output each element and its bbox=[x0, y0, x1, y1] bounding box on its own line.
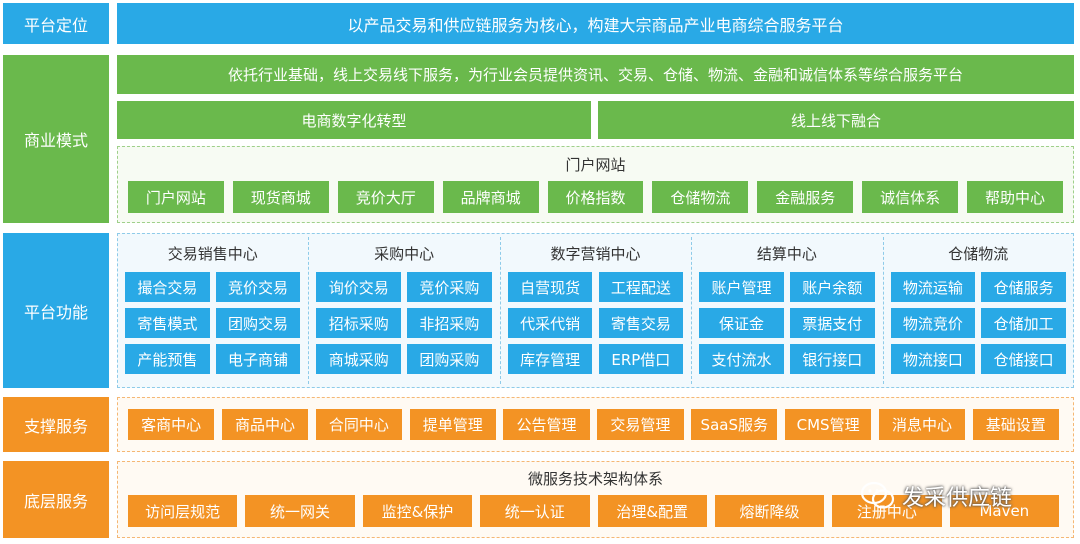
function-item: 账户管理 bbox=[699, 272, 784, 302]
support-item: 客商中心 bbox=[128, 409, 215, 440]
base-item: Maven bbox=[949, 495, 1059, 527]
row-label-business: 商业模式 bbox=[3, 55, 109, 223]
base-item: 熔断降级 bbox=[714, 495, 825, 527]
row-label-support: 支撑服务 bbox=[3, 397, 109, 452]
function-item: 库存管理 bbox=[507, 344, 593, 374]
function-item: 招标采购 bbox=[316, 308, 402, 338]
watermark: 发采供应链 bbox=[860, 478, 1072, 514]
business-banner: 依托行业基础，线上交易线下服务，为行业会员提供资讯、交易、仓储、物流、金融和诚信… bbox=[117, 55, 1074, 94]
function-item: 票据支付 bbox=[789, 308, 875, 338]
function-item: 账户余额 bbox=[789, 272, 875, 302]
support-item: 消息中心 bbox=[878, 409, 966, 440]
function-item: 寄售模式 bbox=[125, 308, 210, 338]
portal-item: 仓储物流 bbox=[652, 181, 749, 213]
row-label-functions: 平台功能 bbox=[3, 233, 109, 388]
function-item: 仓储加工 bbox=[981, 308, 1066, 338]
base-item: 统一网关 bbox=[245, 495, 355, 527]
portal-item: 诚信体系 bbox=[862, 181, 959, 213]
business-online-offline: 线上线下融合 bbox=[598, 101, 1074, 139]
function-item: 询价交易 bbox=[316, 272, 402, 302]
function-item: 物流竞价 bbox=[890, 308, 976, 338]
base-item: 访问层规范 bbox=[128, 495, 238, 527]
function-item: 物流运输 bbox=[890, 272, 976, 302]
group-separator bbox=[499, 237, 501, 384]
function-group-title: 结算中心 bbox=[756, 244, 817, 263]
function-item: 支付流水 bbox=[699, 344, 784, 374]
business-digital-transformation: 电商数字化转型 bbox=[117, 101, 591, 139]
portal-item: 价格指数 bbox=[547, 181, 644, 213]
base-item: 统一认证 bbox=[480, 495, 590, 527]
function-item: 团购交易 bbox=[215, 308, 301, 338]
function-item: 电子商铺 bbox=[215, 344, 301, 374]
group-separator bbox=[691, 237, 693, 384]
portal-title: 门户网站 bbox=[565, 155, 626, 174]
support-item: 公告管理 bbox=[503, 409, 590, 440]
function-item: 商城采购 bbox=[316, 344, 402, 374]
function-item: 仓储接口 bbox=[981, 344, 1066, 374]
function-item: ERP借口 bbox=[598, 344, 684, 374]
function-item: 物流接口 bbox=[890, 344, 976, 374]
function-item: 银行接口 bbox=[789, 344, 875, 374]
function-item: 保证金 bbox=[699, 308, 784, 338]
function-item: 产能预售 bbox=[125, 344, 210, 374]
function-group-title: 数字营销中心 bbox=[550, 244, 641, 263]
group-separator bbox=[308, 237, 310, 384]
function-group-title: 交易销售中心 bbox=[167, 244, 258, 263]
portal-item: 金融服务 bbox=[757, 181, 854, 213]
base-item: 监控&保护 bbox=[362, 495, 473, 527]
portal-item: 现货商城 bbox=[232, 181, 329, 213]
support-item: 商品中心 bbox=[221, 409, 309, 440]
row-label-base: 底层服务 bbox=[3, 461, 109, 538]
function-item: 代采代销 bbox=[507, 308, 593, 338]
function-item: 团购采购 bbox=[407, 344, 492, 374]
base-item: 注册中心 bbox=[832, 495, 942, 527]
function-item: 寄售交易 bbox=[598, 308, 684, 338]
function-item: 竞价采购 bbox=[407, 272, 492, 302]
support-item: SaaS服务 bbox=[691, 409, 778, 440]
function-group-title: 仓储物流 bbox=[948, 244, 1009, 263]
support-item: CMS管理 bbox=[784, 409, 872, 440]
portal-item: 门户网站 bbox=[128, 181, 224, 213]
portal-item: 帮助中心 bbox=[967, 181, 1063, 213]
support-item: 交易管理 bbox=[597, 409, 684, 440]
portal-item: 品牌商城 bbox=[442, 181, 539, 213]
row-label-positioning: 平台定位 bbox=[3, 3, 109, 44]
function-item: 竞价交易 bbox=[215, 272, 301, 302]
support-item: 基础设置 bbox=[972, 409, 1059, 440]
function-item: 撮合交易 bbox=[125, 272, 210, 302]
function-item: 自营现货 bbox=[507, 272, 593, 302]
portal-item: 竞价大厅 bbox=[337, 181, 434, 213]
base-item: 治理&配置 bbox=[597, 495, 707, 527]
watermark-text: 发采供应链 bbox=[902, 486, 1013, 511]
function-item: 仓储服务 bbox=[981, 272, 1066, 302]
support-item: 合同中心 bbox=[315, 409, 403, 440]
function-item: 工程配送 bbox=[598, 272, 684, 302]
function-group-title: 采购中心 bbox=[374, 244, 435, 263]
wechat-icon bbox=[860, 481, 896, 511]
function-item: 非招采购 bbox=[407, 308, 492, 338]
group-separator bbox=[882, 237, 884, 384]
positioning-statement: 以产品交易和供应链服务为核心，构建大宗商品产业电商综合服务平台 bbox=[117, 3, 1074, 44]
support-item: 提单管理 bbox=[409, 409, 496, 440]
base-title: 微服务技术架构体系 bbox=[527, 469, 663, 488]
